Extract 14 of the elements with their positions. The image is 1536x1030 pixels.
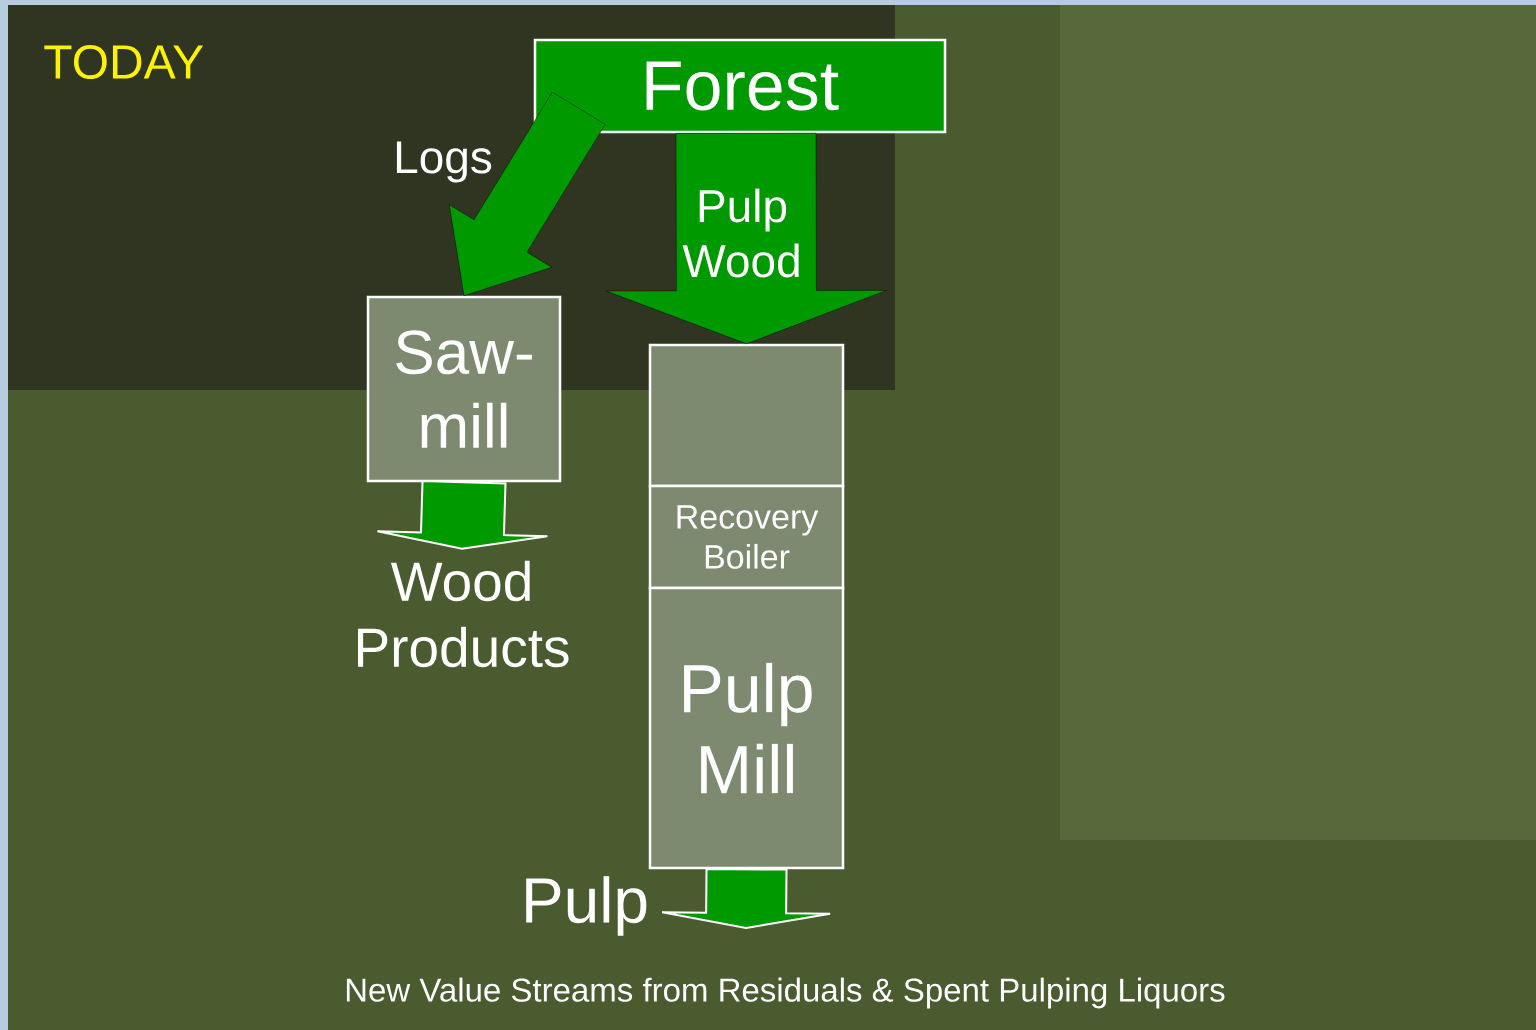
recovery-boiler-box: Recovery Boiler: [648, 484, 845, 590]
caption-text: New Value Streams from Residuals & Spent Pulping Liquors: [346, 977, 1225, 1009]
edge-label: Pulp: [526, 876, 647, 936]
edge-label: Pulp Wood: [682, 188, 799, 278]
block-arrow: [661, 867, 832, 929]
process-box: [648, 343, 845, 488]
edge-label: Logs: [396, 141, 492, 183]
block-arrow: [606, 132, 887, 344]
block-arrow: [449, 91, 606, 296]
title-text: TODAY: [44, 45, 204, 79]
output-text: Wood Products: [358, 560, 569, 668]
sawmill-box: Saw- mill: [366, 295, 562, 483]
block-arrow: [376, 480, 549, 550]
forest-box: Forest: [533, 38, 947, 134]
